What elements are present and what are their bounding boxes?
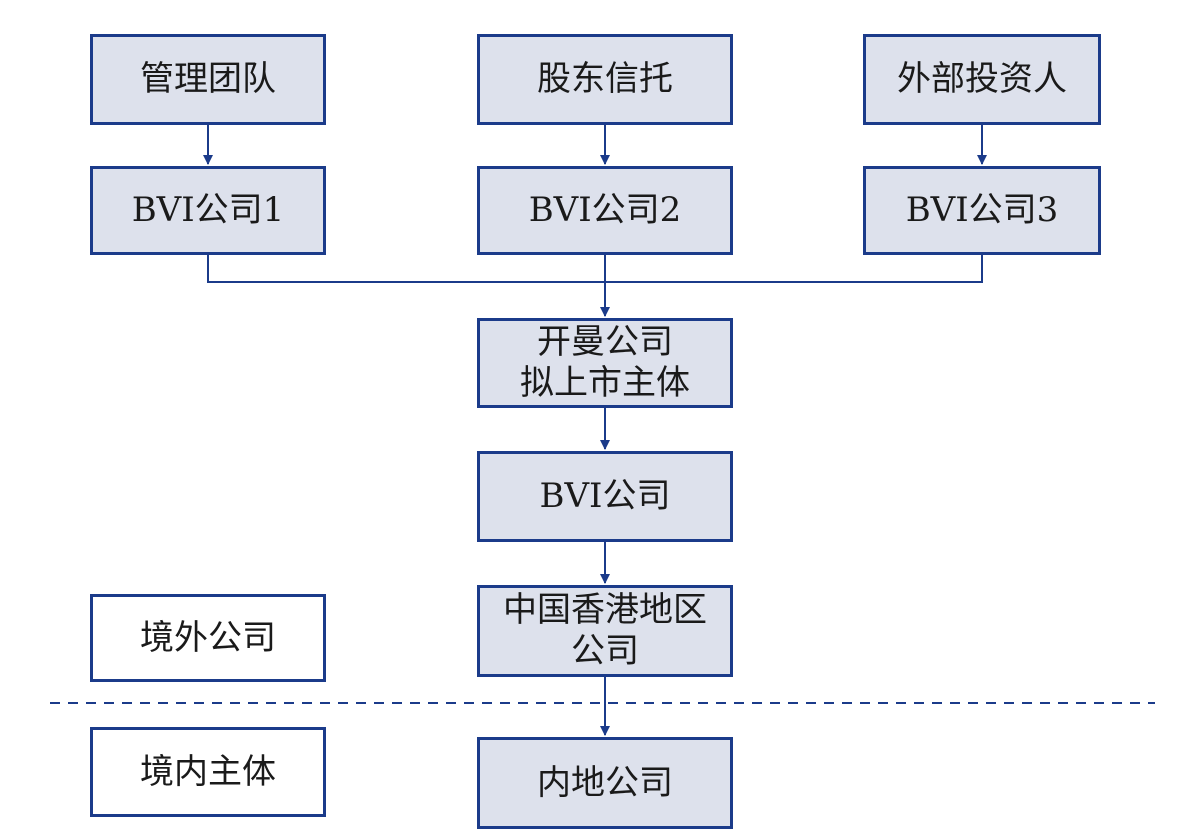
node-management-team: 管理团队: [90, 34, 326, 125]
node-label: 内地公司: [537, 762, 673, 803]
merge-connector: [207, 255, 983, 283]
node-label: BVI公司: [539, 476, 671, 517]
node-label-line1: 中国香港地区: [503, 590, 707, 631]
node-label-line2: 公司: [571, 631, 639, 671]
node-label-line2: 拟上市主体: [520, 363, 690, 403]
node-label: BVI公司3: [905, 190, 1059, 231]
node-shareholder-trust: 股东信托: [477, 34, 733, 125]
legend-label: 境内主体: [140, 751, 276, 792]
node-external-investor: 外部投资人: [863, 34, 1101, 125]
node-bvi-company-1: BVI公司1: [90, 166, 326, 255]
node-label-line1: 开曼公司: [537, 322, 673, 363]
node-bvi-company: BVI公司: [477, 451, 733, 542]
node-bvi-company-2: BVI公司2: [477, 166, 733, 255]
node-label: BVI公司2: [528, 190, 682, 231]
node-mainland-company: 内地公司: [477, 737, 733, 829]
node-label: 管理团队: [140, 59, 276, 100]
node-cayman-company: 开曼公司 拟上市主体: [477, 318, 733, 408]
node-label: BVI公司1: [131, 190, 285, 231]
node-label: 外部投资人: [897, 59, 1067, 100]
node-label: 股东信托: [537, 59, 673, 100]
legend-label: 境外公司: [140, 617, 276, 658]
node-hong-kong-company: 中国香港地区 公司: [477, 585, 733, 677]
node-bvi-company-3: BVI公司3: [863, 166, 1101, 255]
legend-offshore-company: 境外公司: [90, 594, 326, 682]
legend-onshore-entity: 境内主体: [90, 727, 326, 817]
